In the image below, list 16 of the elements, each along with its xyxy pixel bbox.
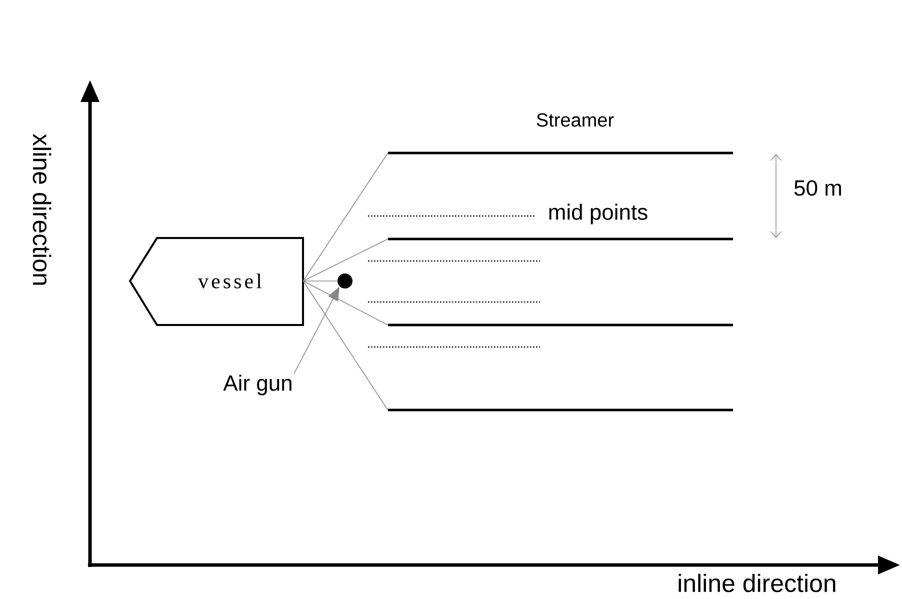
- air-gun-dot: [338, 274, 352, 288]
- streamer-line: [388, 408, 733, 412]
- tow-line: [302, 280, 388, 326]
- axis-label: xline direction: [32, 134, 52, 285]
- streamer-line: [388, 152, 733, 154]
- dimension-label: 50 m: [794, 180, 841, 196]
- streamer-line: [388, 324, 733, 326]
- tow-line: [302, 152, 388, 282]
- callout-label: Air gun: [223, 374, 292, 396]
- tow-line: [302, 280, 388, 410]
- streamer-label: Streamer: [536, 113, 614, 127]
- text-label: mid points: [549, 204, 648, 224]
- axis-label: inline direction: [678, 574, 836, 592]
- streamer-line: [388, 238, 733, 240]
- tow-line: [302, 238, 388, 282]
- tow-line: [302, 280, 338, 282]
